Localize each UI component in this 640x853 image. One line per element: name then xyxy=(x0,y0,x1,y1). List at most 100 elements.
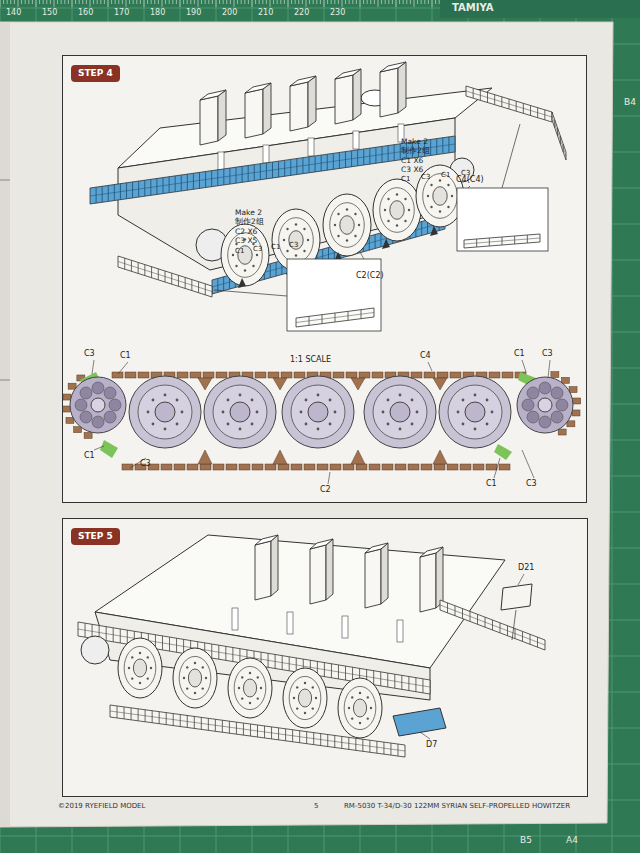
track-link xyxy=(502,372,513,378)
grille xyxy=(353,131,359,149)
ruler-tick xyxy=(7,0,8,4)
wheel-hub xyxy=(353,699,366,717)
track-link xyxy=(424,372,435,378)
ruler-tick xyxy=(3,0,4,4)
ruler-tick xyxy=(36,0,37,7)
mat-brand-strip xyxy=(440,0,640,18)
ruler-tick xyxy=(334,0,335,4)
ruler-tick xyxy=(352,0,353,4)
ruler-tick xyxy=(320,0,321,4)
ruler-tick xyxy=(54,0,55,7)
stowage-box xyxy=(365,543,388,553)
wheel-bolt xyxy=(312,707,314,709)
mat-marking: 150 xyxy=(42,9,57,17)
wheel-rim xyxy=(234,666,266,709)
track-link xyxy=(200,464,211,470)
wheel-bolt xyxy=(164,394,167,397)
track-link xyxy=(296,313,374,323)
sprocket-hole xyxy=(80,387,92,399)
ruler-tick xyxy=(154,0,155,4)
leader-line xyxy=(420,732,430,739)
ruler-tick xyxy=(187,0,188,4)
stowage-box xyxy=(255,541,271,600)
wheel-bolt xyxy=(474,394,477,397)
leader-line xyxy=(518,574,524,585)
sprocket-hole xyxy=(92,416,104,428)
ruler-tick xyxy=(118,0,119,4)
wheel-bolt xyxy=(147,411,150,414)
guide-tooth xyxy=(430,226,438,236)
ruler-tick xyxy=(111,0,112,4)
wheel-bolt xyxy=(303,228,305,230)
road-wheel xyxy=(364,376,436,448)
ruler-tick xyxy=(432,0,433,7)
ruler-tick xyxy=(82,0,83,4)
wheel-bolt xyxy=(249,702,251,704)
wheel-bolt xyxy=(346,239,348,241)
ruler-tick xyxy=(90,0,91,7)
wheel-bolt xyxy=(491,411,494,414)
track-link xyxy=(216,372,227,378)
ruler-tick xyxy=(122,0,123,4)
wheel-bolt xyxy=(186,687,188,689)
ruler-tick xyxy=(273,0,274,4)
ruler-tick xyxy=(126,0,127,7)
stowage-box xyxy=(310,539,333,549)
road-wheel xyxy=(439,376,511,448)
callout-number: 1:1 SCALE xyxy=(290,356,331,364)
wheel-rim xyxy=(380,188,415,233)
ruler-tick xyxy=(208,0,209,4)
track-link xyxy=(255,372,266,378)
wheel-bolt xyxy=(139,652,141,654)
wheel-bolt xyxy=(194,662,196,664)
track-link xyxy=(239,464,250,470)
sprocket-hole xyxy=(527,411,539,423)
wheel-bolt xyxy=(382,411,385,414)
wheel-bolt xyxy=(387,220,389,222)
track-link xyxy=(68,383,76,389)
track-link xyxy=(118,262,212,292)
wheel-bolt xyxy=(235,265,237,267)
footer-text: ©2019 RYEFIELD MODEL xyxy=(58,803,145,810)
grille xyxy=(263,145,269,163)
track-link xyxy=(268,372,279,378)
ruler-tick xyxy=(147,0,148,4)
step-badge: STEP 4 xyxy=(71,65,120,82)
ruler-tick xyxy=(241,0,242,4)
ruler-tick xyxy=(309,0,310,4)
ruler-tick xyxy=(410,0,411,4)
step-panel: STEP 5 xyxy=(62,518,588,797)
sprocket-hole xyxy=(551,387,563,399)
ruler-tick xyxy=(61,0,62,4)
callout-text: C1 X6 xyxy=(401,157,423,165)
sprocket-hole xyxy=(104,387,116,399)
wheel-bolt xyxy=(337,235,339,237)
wheel-bolt xyxy=(396,224,398,226)
wheel-bolt xyxy=(293,697,295,699)
loose-track xyxy=(552,112,566,160)
page-fold xyxy=(0,22,10,827)
panel-ground xyxy=(63,519,587,796)
ruler-tick xyxy=(194,0,195,4)
track-part xyxy=(296,308,374,327)
track-link xyxy=(434,464,445,470)
ruler-tick xyxy=(172,0,173,4)
callout-text: Make 2 xyxy=(401,138,428,146)
mat-marking: B5 xyxy=(520,836,532,845)
ruler-tick xyxy=(165,0,166,4)
guide-tooth xyxy=(198,450,212,464)
track-link xyxy=(161,464,172,470)
ruler-tick xyxy=(280,0,281,4)
ruler-tick xyxy=(406,0,407,4)
sprocket-hub xyxy=(91,398,105,412)
wheel-rim xyxy=(179,656,211,699)
ruler-tick xyxy=(176,0,177,4)
track-link xyxy=(408,464,419,470)
ruler-tick xyxy=(252,0,253,7)
ruler-tick xyxy=(421,0,422,4)
stowage-box xyxy=(420,547,443,557)
wheel-bolt xyxy=(286,250,288,252)
leader-line xyxy=(494,458,500,478)
wheel-bolt xyxy=(439,179,441,181)
wheel-bolt xyxy=(329,399,332,402)
